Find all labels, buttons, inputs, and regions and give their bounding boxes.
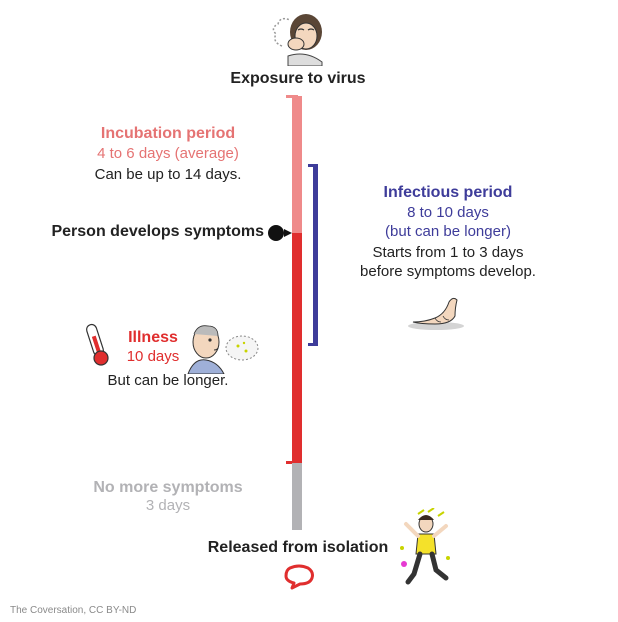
recovery-range: 3 days <box>145 497 191 514</box>
illness-bar <box>292 233 302 463</box>
infectious-title: Infectious period <box>383 184 513 201</box>
hand-touch-icon <box>405 292 467 332</box>
symptoms-label: Person develops symptoms <box>51 223 264 240</box>
infectious-range-note: (but can be longer) <box>385 223 511 240</box>
speech-bubble-logo-icon <box>282 564 316 590</box>
illness-bar-cap <box>286 461 298 464</box>
recovery-bar <box>292 463 302 530</box>
incubation-title: Incubation period <box>100 125 236 142</box>
symptoms-marker <box>268 225 284 241</box>
exposure-title: Exposure to virus <box>230 70 366 87</box>
infectious-range: 8 to 10 days <box>407 204 489 221</box>
credit-text: The Coversation, CC BY-ND <box>10 605 137 616</box>
infectious-period-bracket <box>308 164 318 346</box>
infectious-note-line2: before symptoms develop. <box>360 263 536 280</box>
illness-range: 10 days <box>126 348 180 365</box>
thermometer-icon <box>82 322 112 368</box>
illness-note: But can be longer. <box>107 372 229 389</box>
released-title: Released from isolation <box>207 539 389 556</box>
happy-dancing-woman-icon <box>396 508 456 588</box>
incubation-note: Can be up to 14 days. <box>94 166 242 183</box>
coughing-man-icon <box>184 318 262 374</box>
recovery-title: No more symptoms <box>93 479 243 496</box>
sneezing-person-icon <box>268 6 328 66</box>
infectious-note-line1: Starts from 1 to 3 days <box>372 244 524 261</box>
incubation-bar-cap <box>286 95 298 98</box>
incubation-range: 4 to 6 days (average) <box>97 145 239 162</box>
illness-title: Illness <box>128 329 178 346</box>
incubation-bar <box>292 96 302 233</box>
symptoms-pointer <box>284 229 292 237</box>
